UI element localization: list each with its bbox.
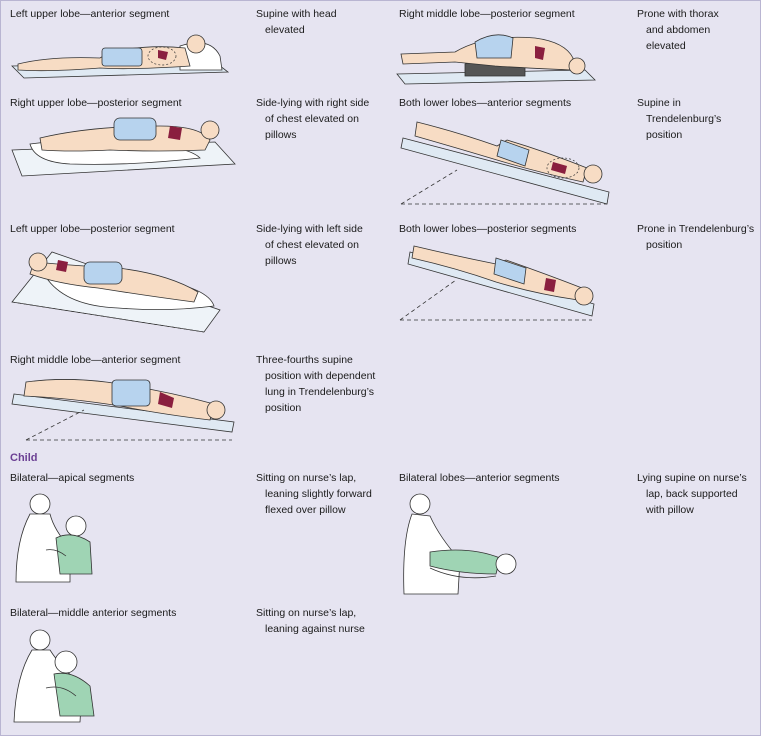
- child-section-heading: Child: [10, 452, 38, 464]
- three-fourths-supine-illustration: [11, 379, 235, 441]
- position-label: Right middle lobe—posterior segment: [399, 8, 575, 20]
- position-label: Bilateral—middle anterior segments: [10, 607, 177, 619]
- position-label: Both lower lobes—posterior segments: [399, 223, 577, 235]
- position-label: Both lower lobes—anterior segments: [399, 97, 572, 109]
- side-lying-right-illustration: [11, 117, 236, 177]
- position-description: Sitting on nurse’s lap, leaning slightly…: [256, 472, 372, 516]
- position-description: Lying supine on nurse’s lap, back suppor…: [637, 472, 747, 516]
- position-description: Sitting on nurse’s lap, leaning against …: [256, 607, 365, 635]
- child-leaning-forward-illustration: [15, 493, 93, 583]
- child-leaning-back-illustration: [13, 629, 95, 723]
- position-label: Left upper lobe—anterior segment: [10, 8, 170, 20]
- position-description: Prone in Trendelenburg’s position: [637, 223, 755, 251]
- prone-trendelenburg-illustration: [399, 245, 595, 321]
- position-label: Right middle lobe—anterior segment: [10, 354, 181, 366]
- prone-elevated-illustration: [396, 34, 596, 85]
- position-description: Supine in Trendelenburg’s position: [637, 97, 722, 141]
- supine-head-elevated-illustration: [11, 34, 230, 79]
- position-description: Three-fourths supine position with depen…: [256, 354, 376, 414]
- child-supine-lap-illustration: [403, 493, 517, 595]
- position-description: Prone with thorax and abdomen elevated: [637, 8, 719, 52]
- side-lying-left-illustration: [11, 251, 221, 333]
- position-description: Side-lying with left side of chest eleva…: [256, 223, 363, 267]
- position-description: Side-lying with right side of chest elev…: [256, 97, 370, 141]
- position-label: Bilateral lobes—anterior segments: [399, 472, 560, 484]
- position-label: Left upper lobe—posterior segment: [10, 223, 175, 235]
- supine-trendelenburg-illustration: [400, 121, 610, 205]
- position-label: Bilateral—apical segments: [10, 472, 135, 484]
- position-description: Supine with head elevated: [256, 8, 337, 36]
- position-label: Right upper lobe—posterior segment: [10, 97, 182, 109]
